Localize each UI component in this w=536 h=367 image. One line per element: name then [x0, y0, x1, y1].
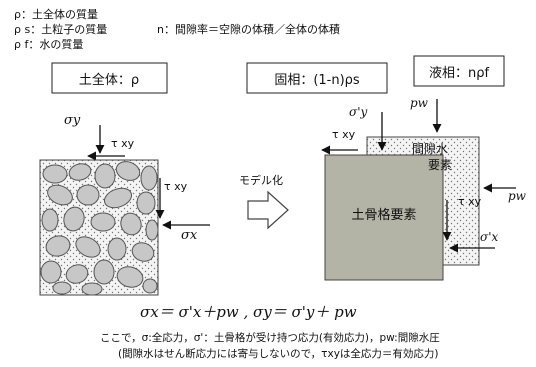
soil-element: [39, 159, 159, 296]
left-sigma-x: σx: [181, 228, 198, 243]
solid-phase-label: 固相：(1-n)ρs: [274, 73, 360, 88]
left-tau-xy-top: τ xy: [111, 137, 135, 150]
modeling-arrow-icon: [247, 190, 289, 230]
legend-rho: ρ：土全体の質量: [14, 7, 98, 21]
pore-water-label-1: 間隙水: [412, 142, 448, 156]
note-line-2: (間隙水はせん断応力には寄与しないので，τxyは全応力＝有効応力): [118, 347, 439, 360]
modeling-label: モデル化: [239, 173, 283, 187]
right-pw-side: pw: [508, 189, 527, 203]
right-tau-xy-top: τ xy: [332, 128, 356, 141]
equation: σx＝ σ'x＋pw , σy＝ σ'y＋ pw: [140, 303, 357, 321]
whole-soil-box: [51, 62, 168, 94]
whole-soil-label: 土全体：ρ: [79, 72, 139, 88]
left-tau-xy-side: τ xy: [164, 180, 188, 193]
right-sigma-prime-y: σ'y: [349, 105, 367, 119]
note-line-1: ここで，σ:全応力，σ'：土骨格が受け持つ応力(有効応力)，pw:間隙水圧: [100, 331, 440, 344]
legend-rho-s: ρ s：土粒子の質量: [14, 22, 107, 36]
legend-rho-f: ρ f：水の質量: [14, 37, 83, 51]
pore-water-label-2: 要素: [428, 158, 452, 172]
right-pw-top: pw: [410, 96, 429, 110]
solid-phase-box: [246, 62, 388, 94]
right-sigma-prime-x: σ'x: [480, 230, 498, 244]
liquid-phase-label: 液相：nρf: [429, 66, 489, 81]
legend-porosity: n：間隙率＝空隙の体積／全体の体積: [157, 22, 340, 36]
right-tau-xy-side: τ xy: [458, 195, 482, 208]
soil-skeleton-element: [324, 154, 444, 281]
liquid-phase-box: [413, 55, 505, 87]
left-sigma-y: σy: [64, 113, 81, 128]
skeleton-label: 土骨格要素: [351, 207, 416, 223]
